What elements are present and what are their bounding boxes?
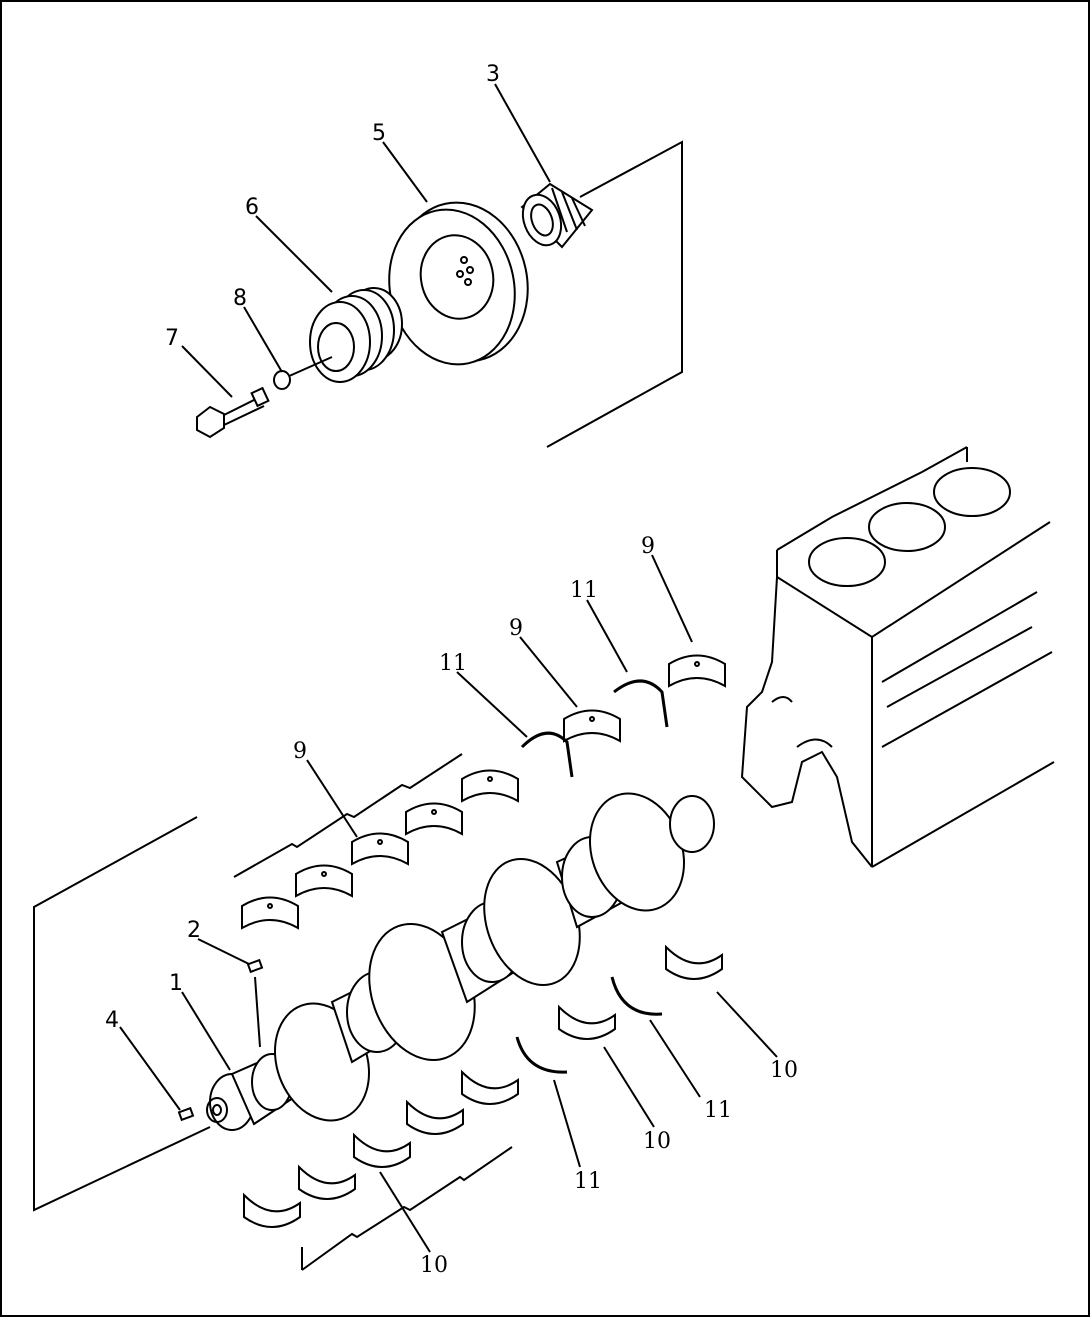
callout-7: 7 bbox=[165, 326, 179, 351]
callout-11-upper-left: 11 bbox=[439, 651, 467, 676]
callout-11-lower-left: 11 bbox=[574, 1169, 602, 1194]
callout-8: 8 bbox=[233, 286, 247, 311]
lower-bearings bbox=[243, 944, 723, 1271]
callout-5: 5 bbox=[372, 121, 386, 146]
cylinder-block bbox=[740, 446, 1055, 868]
parts-2-4-pins bbox=[177, 958, 264, 1122]
callout-1: 1 bbox=[169, 971, 183, 996]
callout-2: 2 bbox=[187, 918, 201, 943]
part-5-damper bbox=[388, 201, 529, 366]
bracket-top bbox=[546, 140, 683, 448]
leader-lines bbox=[119, 83, 778, 1253]
callout-3: 3 bbox=[486, 62, 500, 87]
callout-10-left: 10 bbox=[420, 1253, 448, 1278]
upper-bearings bbox=[233, 654, 726, 930]
part-3-gear bbox=[520, 182, 594, 249]
parts-7-8-bolt-washer bbox=[196, 356, 333, 439]
callout-9-right: 9 bbox=[641, 534, 655, 559]
lower-thrust-washers bbox=[515, 976, 663, 1074]
callout-9-left: 9 bbox=[293, 739, 307, 764]
callout-6: 6 bbox=[245, 195, 259, 220]
callout-10-middle: 10 bbox=[643, 1129, 671, 1154]
part-1-crankshaft bbox=[206, 792, 715, 1131]
part-6-pulley bbox=[309, 287, 403, 383]
callout-4: 4 bbox=[105, 1008, 119, 1033]
callout-10-right: 10 bbox=[770, 1058, 798, 1083]
callout-labels: 3 5 6 8 7 9 11 9 11 9 2 1 4 10 11 10 11 … bbox=[105, 62, 798, 1278]
upper-thrust-washers bbox=[520, 679, 669, 778]
callout-11-lower-right: 11 bbox=[704, 1098, 732, 1123]
bracket-left bbox=[33, 816, 211, 1212]
callout-9-middle: 9 bbox=[509, 616, 523, 641]
callout-11-upper-right: 11 bbox=[570, 578, 598, 603]
